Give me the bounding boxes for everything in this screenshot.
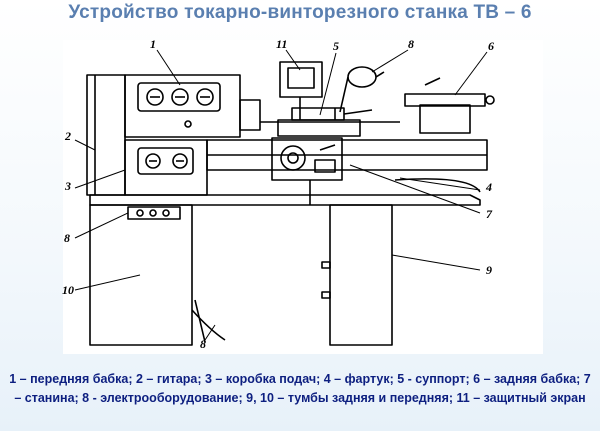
label-3: 3	[64, 179, 71, 193]
label-1: 1	[150, 37, 156, 51]
bed-base	[89, 194, 481, 206]
apron	[271, 137, 343, 181]
rear-pedestal	[329, 204, 393, 346]
diagram-frame	[63, 40, 543, 354]
label-8-left: 8	[64, 231, 70, 245]
caption: 1 – передняя бабка; 2 – гитара; 3 – коро…	[9, 372, 591, 405]
protective-screen	[279, 61, 323, 98]
tailstock	[419, 104, 471, 134]
label-10: 10	[62, 283, 74, 297]
lamp	[347, 66, 377, 88]
headstock	[124, 74, 241, 138]
page-title: Устройство токарно-винторезного станка Т…	[68, 2, 532, 23]
label-5: 5	[333, 39, 339, 53]
label-9: 9	[486, 263, 492, 277]
label-6: 6	[488, 39, 494, 53]
front-pedestal	[89, 204, 193, 346]
label-11: 11	[276, 37, 287, 51]
label-8-top: 8	[408, 37, 414, 51]
label-7: 7	[486, 207, 493, 221]
label-2: 2	[64, 129, 71, 143]
label-4: 4	[485, 180, 492, 194]
label-8-bottom: 8	[200, 337, 206, 351]
